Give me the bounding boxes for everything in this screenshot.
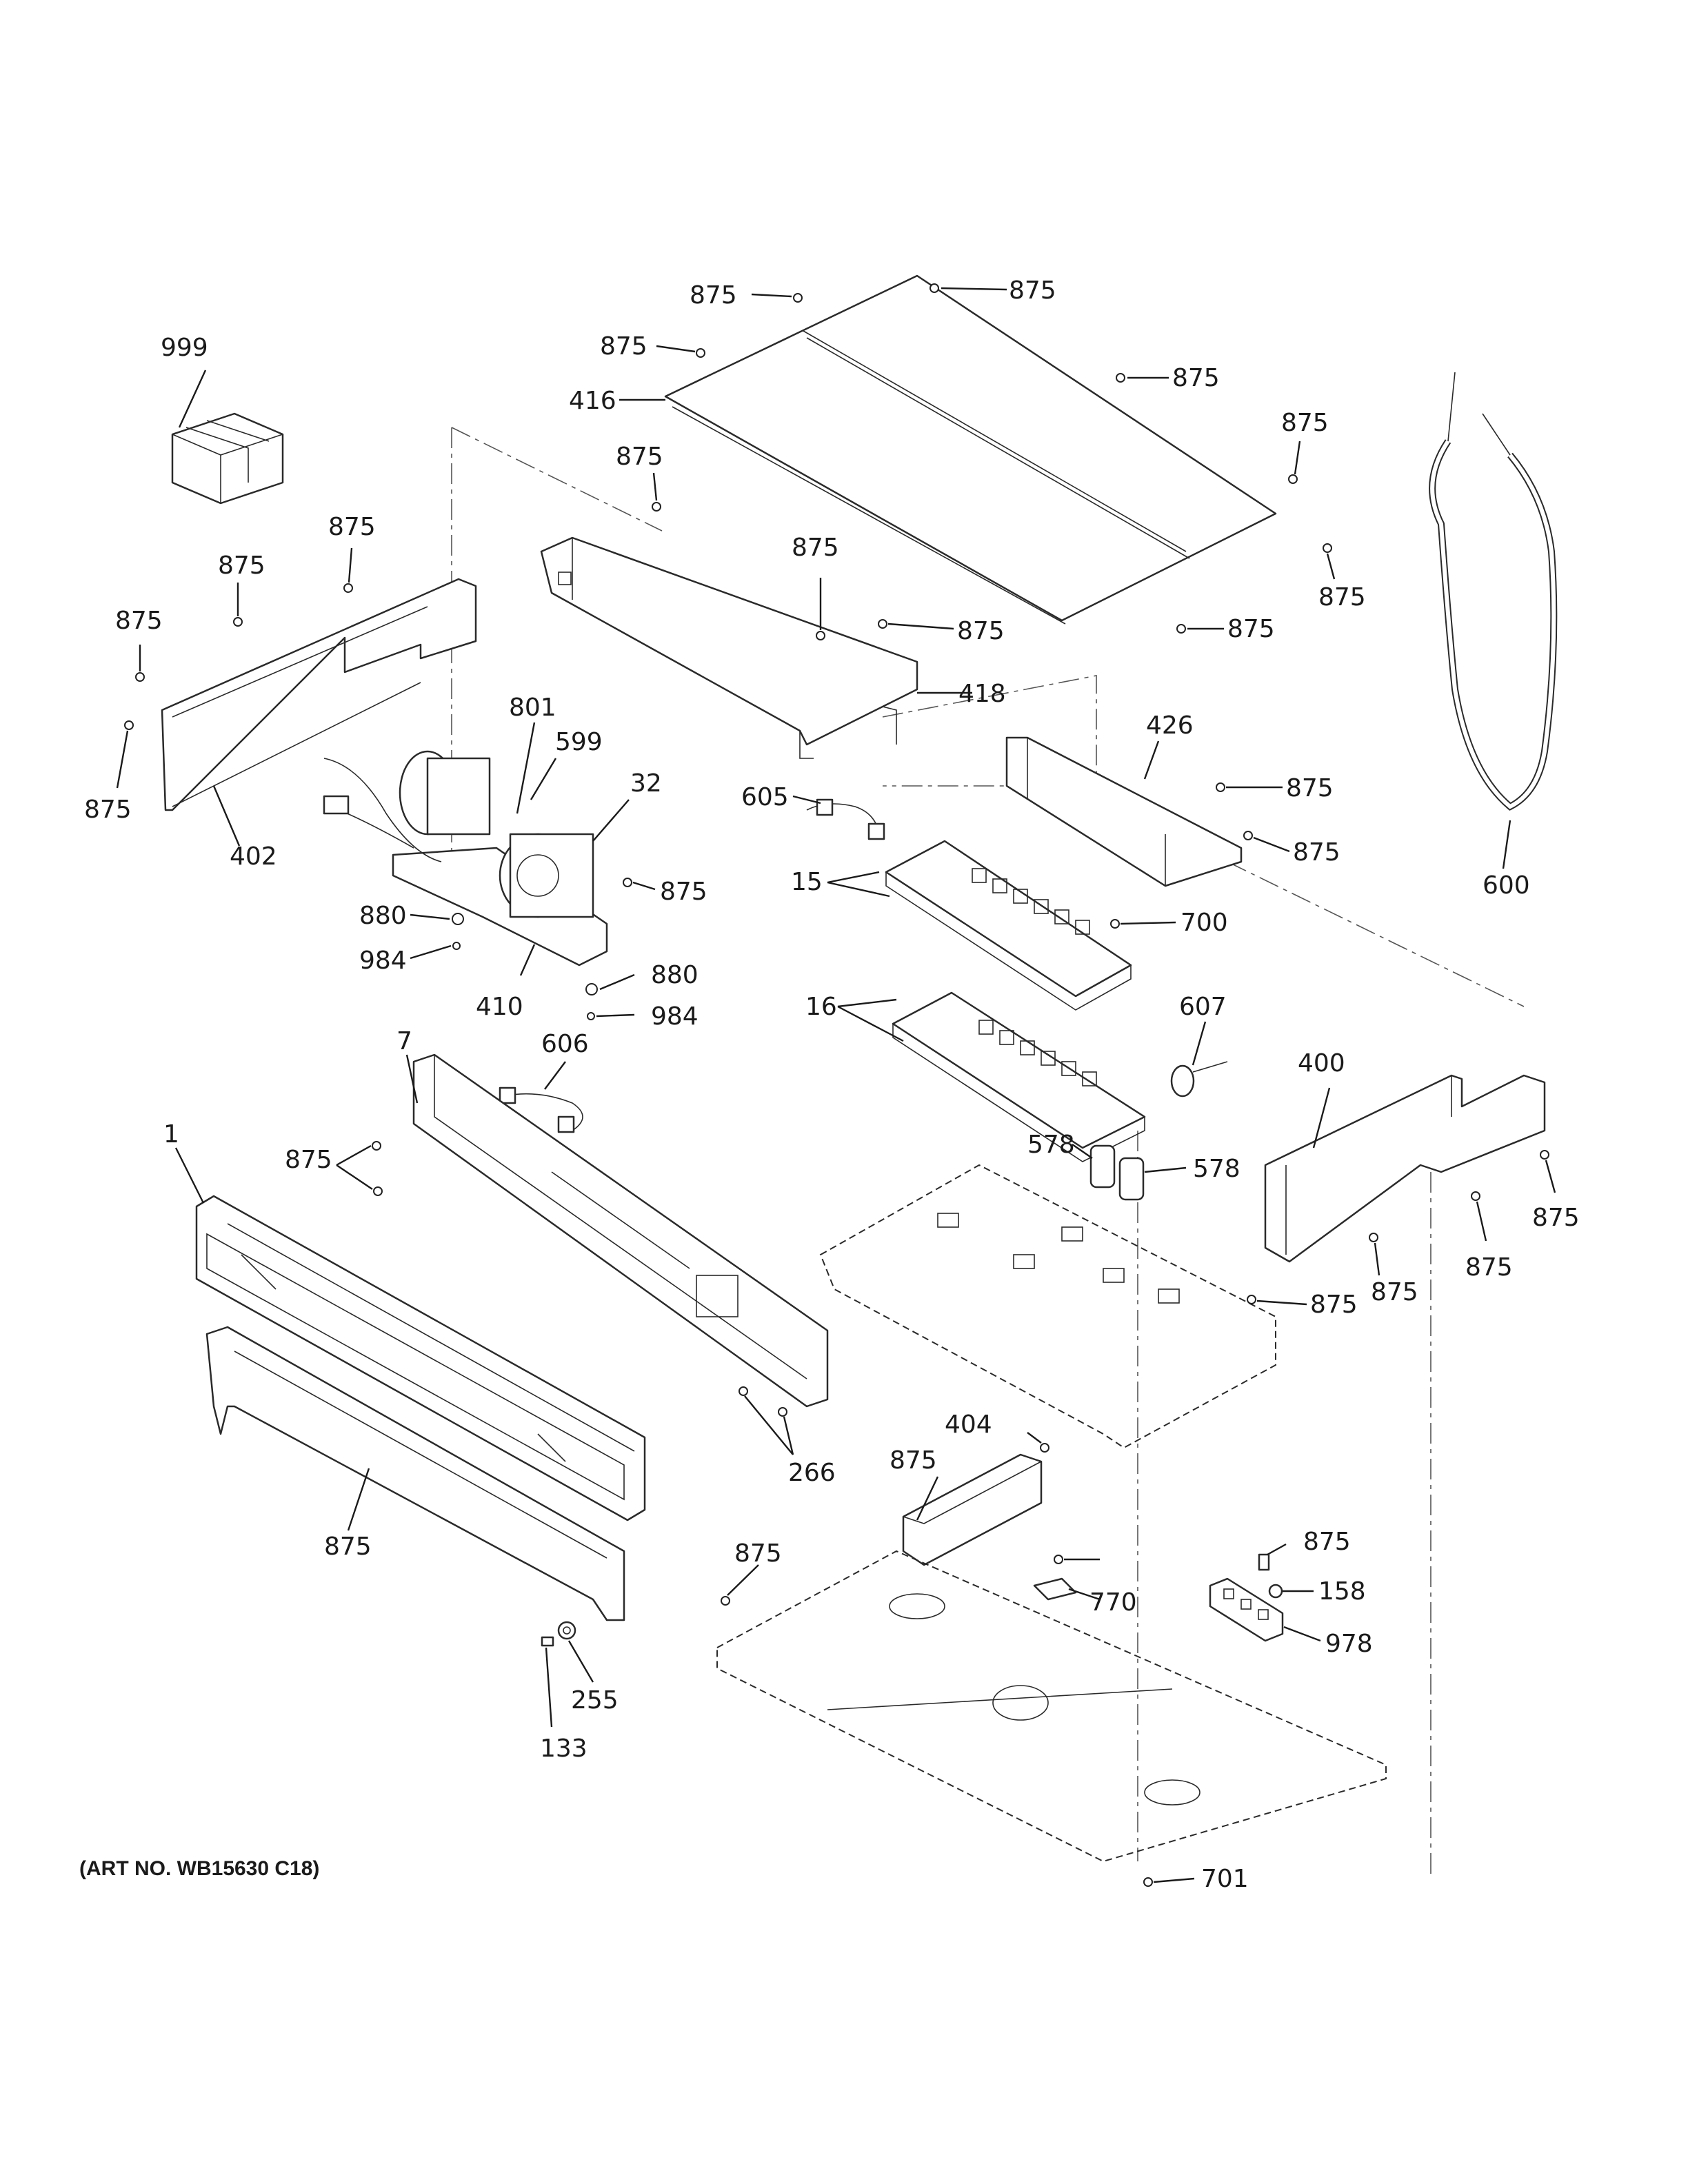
callout-15: 15 [791,868,823,896]
callout-578: 578 [1027,1131,1075,1159]
part-lower-chassis [716,1550,1387,1863]
part-402-side-panel [161,578,477,811]
part-158-thermostat [1033,1577,1077,1601]
part-999-box-kit [171,412,284,505]
part-266-lower-trim [205,1326,625,1621]
callout-875: 875 [600,332,647,361]
callout-875: 875 [616,443,663,471]
part-416-top-cover [664,274,1277,625]
callout-875: 875 [690,281,737,310]
part-418-rear-shield [540,536,918,759]
part-upper-chassis [819,1164,1276,1449]
callout-875: 875 [1532,1204,1580,1232]
callout-158: 770 [1089,1588,1137,1617]
callout-875: 875 [734,1539,782,1568]
part-606-wire-harness [499,1086,583,1133]
part-16-control-board [892,991,1146,1162]
part-578-capacitors [1089,1144,1145,1201]
part-133-grommet [557,1621,576,1640]
callout-16: 16 [805,993,837,1021]
part-978-nut [1268,1584,1283,1599]
callout-770: 875 [1303,1528,1351,1556]
callout-605: 605 [741,783,789,811]
part-400-side-panel [1264,1074,1546,1263]
part-255-terminal-block [1209,1577,1284,1642]
callout-402: 402 [230,842,277,871]
callout-875: 875 [957,617,1005,645]
callout-875: 875 [1310,1291,1358,1319]
callout-978: 158 [1318,1577,1366,1606]
screws-875 [124,283,1549,1887]
callout-416: 416 [569,387,616,415]
callout-599: 599 [555,728,603,756]
part-404-bracket [902,1453,1043,1566]
callout-875: 875 [1318,583,1366,611]
callout-880: 880 [651,961,699,989]
callout-1: 1 [163,1120,179,1149]
part-1-glass-control-panel [195,1195,646,1521]
callout-700: 700 [1180,909,1228,937]
callout-400: 400 [1298,1049,1345,1078]
callout-7: 7 [396,1027,412,1055]
callout-875: 875 [285,1146,332,1174]
callout-labels: 875 875 875 416 875 875 875 875 999 875 … [84,276,1580,1893]
callout-880: 880 [359,902,407,930]
callout-875: 875 [1172,364,1220,392]
callout-404: 875 [890,1446,937,1475]
callout-984: 984 [359,947,407,975]
callout-426: 426 [1146,711,1194,740]
callout-32: 32 [630,769,662,798]
callout-875: 875 [1286,774,1334,802]
callout-266: 875 [324,1533,372,1561]
callout-875: 875 [1293,838,1340,867]
callout-701: 133 [540,1735,587,1763]
art-number: (ART NO. WB15630 C18) [79,1857,319,1880]
callout-255: 978 [1325,1630,1373,1658]
callout-875: 875 [1465,1253,1513,1282]
callout-875: 875 [84,796,132,824]
callout-875: 404 [945,1410,992,1439]
part-426-control-bracket [1005,736,1243,887]
part-607-sensor [1170,1061,1228,1098]
callout-875: 875 [1371,1278,1418,1306]
callout-875: 875 [328,513,376,541]
part-7-control-panel-frame [412,1053,829,1408]
callout-607: 607 [1179,993,1227,1021]
callout-875: 875 [792,534,839,562]
callout-875: 875 [1227,615,1275,643]
part-701-screw [541,1636,554,1647]
callout-999: 999 [161,334,208,362]
callout-984: 984 [651,1002,699,1031]
callout-606: 606 [541,1030,589,1058]
callout-875: 875 [660,878,707,906]
part-770-screw [1258,1553,1270,1571]
callout-875: 875 [218,552,265,580]
callout-133: 255 [571,1686,619,1715]
callout-875: 701 [1201,1865,1249,1893]
leader-lines [116,287,1556,1883]
callout-875: 875 [1281,409,1329,437]
callout-410: 410 [476,993,523,1021]
callout-875: 875 [1009,276,1056,305]
callout-875: 875 [115,607,163,635]
part-605-wire-harness [806,798,885,840]
part-600-conduit-cord [1429,372,1558,811]
callout-578: 578 [1193,1155,1240,1183]
callout-801: 801 [509,694,556,722]
callout-418: 418 [958,680,1006,708]
part-15-control-board [885,840,1132,1011]
callout-600: 600 [1483,871,1530,900]
callout-875: 266 [788,1459,836,1487]
part-32-blower-assembly [323,750,608,967]
